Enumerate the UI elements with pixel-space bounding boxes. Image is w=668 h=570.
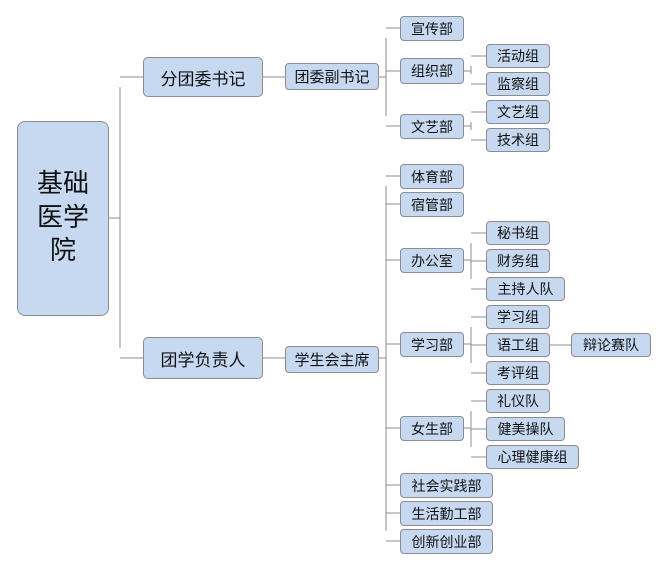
dept-node-study: 学习部 (400, 332, 464, 357)
dept-node-social-practice: 社会实践部 (400, 473, 493, 498)
dept-node-innovation: 创新创业部 (400, 529, 493, 554)
dept-node-office: 办公室 (400, 248, 464, 273)
dept-node-women: 女生部 (400, 416, 464, 441)
branch-node-leader: 团学负责人 (143, 337, 263, 379)
group-node-secretariat: 秘书组 (486, 221, 550, 245)
root-node: 基础医学院 (17, 121, 109, 316)
group-node-tech: 技术组 (486, 128, 550, 152)
group-node-activity: 活动组 (486, 44, 550, 68)
dept-node-work-study: 生活勤工部 (400, 501, 493, 526)
group-node-aerobics: 健美操队 (486, 417, 565, 441)
group-node-host-team: 主持人队 (486, 277, 565, 301)
group-node-etiquette: 礼仪队 (486, 389, 550, 413)
child-node-deputy-secretary: 团委副书记 (285, 63, 379, 90)
group-node-evaluation: 考评组 (486, 361, 550, 385)
dept-node-organization: 组织部 (400, 58, 464, 84)
dept-node-sports: 体育部 (400, 164, 464, 189)
group-node-supervision: 监察组 (486, 72, 550, 96)
group-node-language: 语工组 (486, 333, 550, 357)
child-node-student-union-chair: 学生会主席 (285, 346, 379, 373)
group-node-mental-health: 心理健康组 (486, 445, 579, 469)
sub-node-debate-team: 辩论赛队 (571, 333, 651, 357)
group-node-finance: 财务组 (486, 249, 550, 273)
dept-node-publicity: 宣传部 (400, 16, 464, 41)
dept-node-dorm: 宿管部 (400, 192, 464, 217)
dept-node-arts: 文艺部 (400, 114, 464, 139)
group-node-arts: 文艺组 (486, 100, 550, 124)
branch-node-secretary: 分团委书记 (143, 57, 263, 97)
group-node-study: 学习组 (486, 305, 550, 329)
